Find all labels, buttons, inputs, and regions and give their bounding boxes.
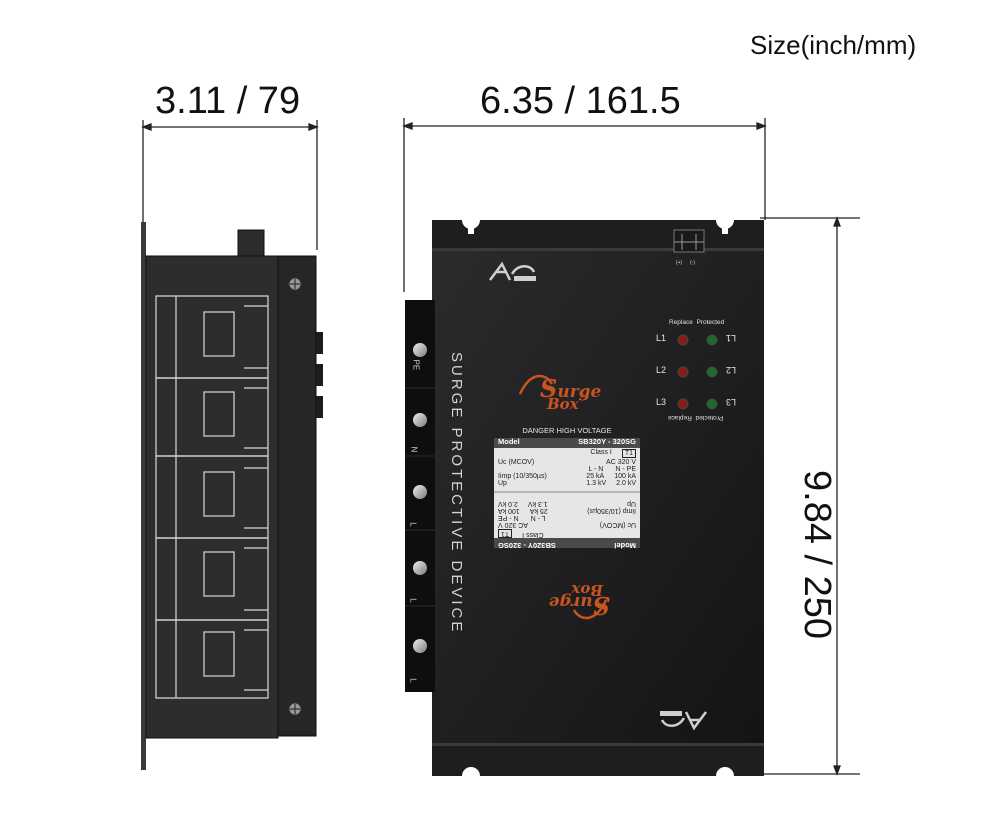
up-ln: 1.3 kV — [586, 480, 607, 487]
terminal-label-l1: L — [408, 522, 418, 527]
led-indicators — [677, 334, 718, 410]
label-plate-bottom-rotated: DANGER HIGH VOLTAGE Model SB320Y - 320SG… — [494, 493, 640, 561]
side-width-dimension: 3.11 / 79 — [155, 80, 301, 122]
brand-tm: TM — [580, 394, 588, 400]
col-ln: L - N — [588, 466, 604, 473]
size-unit-label: Size(inch/mm) — [750, 30, 917, 60]
side-width-dimension-line — [141, 120, 319, 250]
connector-plus-label: (+) — [676, 260, 683, 266]
uc-key-rot: Uc (MCOV) — [599, 521, 636, 528]
terminal-label-l3: L — [408, 678, 418, 683]
up-key: Up — [498, 480, 507, 487]
led-label-right-2: L2 — [726, 365, 737, 375]
brand-swoosh-bottom — [572, 599, 608, 620]
top-connector — [673, 229, 705, 253]
danger-text-rot: DANGER HIGH VOLTAGE — [522, 551, 612, 560]
up-npe: 2.0 kV — [616, 480, 636, 487]
terminal-screws — [413, 343, 427, 653]
label-plate-bg — [494, 438, 640, 548]
led-label-left-3: L3 — [656, 397, 667, 407]
class-badge-rot: T1 — [498, 529, 513, 538]
brand-logo-top — [489, 261, 536, 281]
terminal-label-pe: PE — [411, 359, 421, 371]
iimp-npe-rot: 100 kA — [498, 507, 520, 514]
indicator-header: Replace Protected — [669, 319, 725, 326]
front-width-dimension-line — [402, 118, 767, 292]
brand-top: Surge — [540, 374, 601, 403]
model-key-rot: Model — [614, 541, 636, 550]
indicator-footer: Protected Replace — [668, 414, 724, 421]
front-width-dimension: 6.35 / 161.5 — [480, 80, 681, 122]
label-plate-top: DANGER HIGH VOLTAGE Model SB320Y - 320SG… — [494, 426, 640, 487]
danger-text: DANGER HIGH VOLTAGE — [522, 426, 612, 435]
led-label-right-1: L1 — [726, 333, 737, 343]
brand-bottom-rotated: Surge Box — [540, 574, 610, 620]
terminal-outline-group — [155, 295, 269, 699]
iimp-ln: 25 kA — [586, 473, 605, 480]
col-ln-rot: L - N — [530, 514, 546, 521]
surge-protective-device-text: SURGE PROTECTIVE DEVICE — [448, 352, 465, 635]
terminal-label-n: N — [409, 446, 419, 453]
brand-box-rot: Box — [571, 581, 603, 599]
brand-swoosh-top — [518, 374, 554, 395]
model-value-rot: SB320Y - 320SG — [498, 541, 556, 550]
iimp-ln-rot: 25 kA — [529, 507, 548, 514]
class-text: Class I — [590, 449, 612, 456]
model-key: Model — [498, 437, 520, 446]
iimp-npe: 100 kA — [614, 473, 636, 480]
uc-key: Uc (MCOV) — [498, 459, 535, 466]
led-label-right-3: L3 — [726, 397, 737, 407]
connector-minus-label: (-) — [690, 260, 695, 266]
brand-s: S — [540, 374, 558, 403]
col-npe: N - PE — [615, 466, 636, 473]
led-label-left-2: L2 — [656, 365, 667, 375]
terminal-label-l2: L — [408, 598, 418, 603]
up-key-rot: Up — [627, 500, 636, 507]
height-dimension-line — [760, 216, 860, 776]
up-ln-rot: 1.3 kV — [527, 500, 548, 507]
iimp-key: Iimp (10/350µs) — [498, 473, 547, 480]
uc-value-rot: AC 320 V — [498, 521, 528, 528]
iimp-key-rot: Iimp (10/350µs) — [587, 507, 636, 514]
brand-urge: urge — [557, 382, 602, 402]
brand-box: Box — [547, 395, 579, 413]
up-npe-rot: 2.0 kV — [498, 500, 518, 507]
class-badge: T1 — [621, 449, 636, 458]
front-view — [405, 220, 764, 776]
side-view — [141, 222, 323, 770]
model-value: SB320Y - 320SG — [578, 437, 636, 446]
brand-logo-bottom — [660, 711, 707, 731]
uc-value: AC 320 V — [606, 459, 636, 466]
led-label-left-1: L1 — [656, 333, 667, 343]
class-text-rot: Class I — [522, 531, 544, 538]
vertical-text-wrap: SURGE PROTECTIVE DEVICE — [437, 352, 467, 642]
col-npe-rot: N - PE — [498, 514, 519, 521]
